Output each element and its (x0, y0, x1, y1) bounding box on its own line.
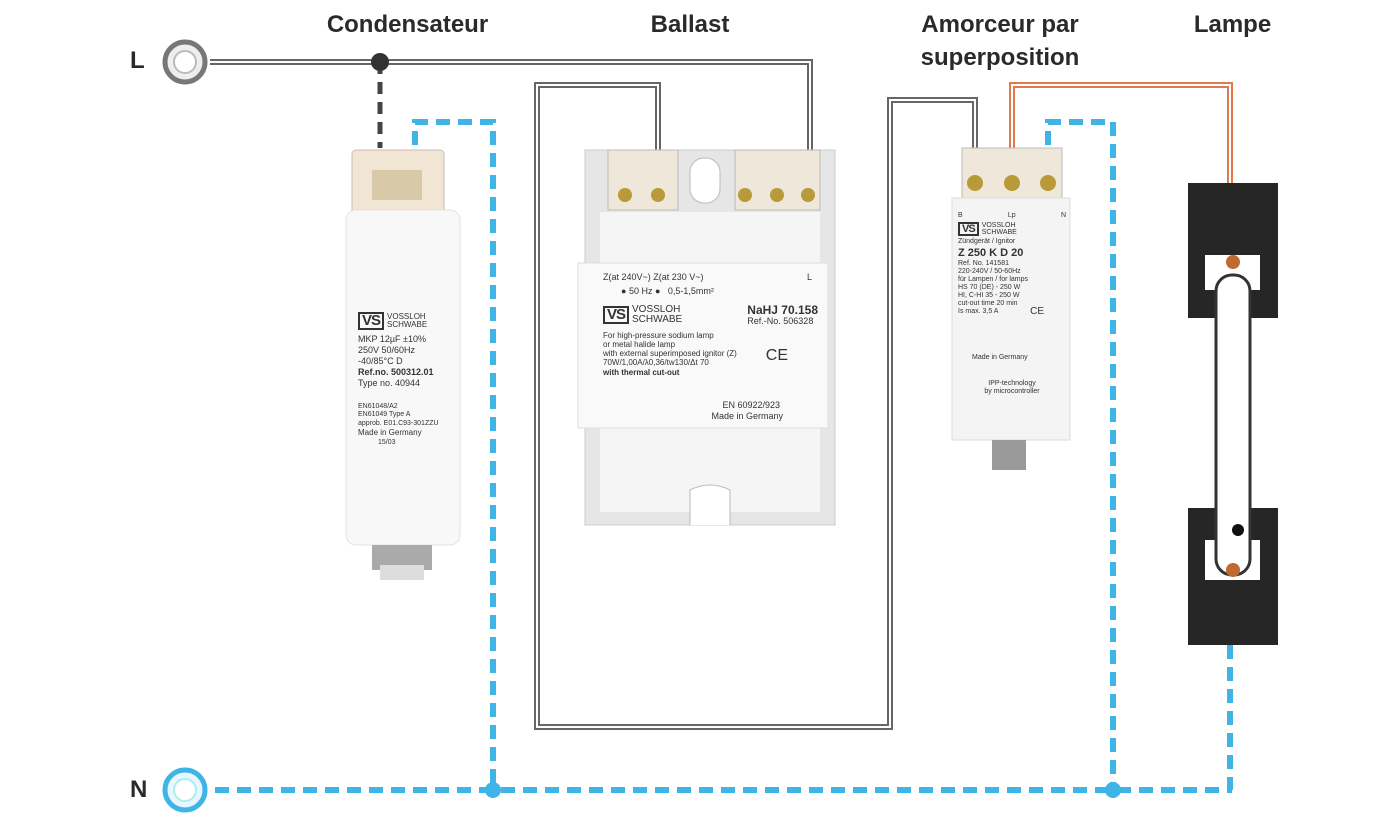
vs-logo: VS (958, 222, 979, 236)
ignitor-title-line2: superposition (920, 44, 1080, 71)
ignitor-made: Made in Germany (972, 354, 1028, 361)
vs-logo: VS (358, 312, 385, 330)
brand-line: SCHWABE (981, 229, 1017, 236)
spec-line: EN61048/A2 (358, 403, 398, 410)
ballast-title: Ballast (650, 11, 730, 38)
spec-line: Ref.no. 500312.01 (358, 367, 434, 377)
brand-line: SCHWABE (387, 320, 428, 329)
ignitor-type: Zündgerät / Ignitor (958, 238, 1016, 245)
ballast-image (577, 149, 836, 526)
ce-mark: CE (765, 347, 788, 364)
pin-label: N (1060, 212, 1066, 219)
ignitor-title-line1: Amorceur par (921, 11, 1079, 38)
ballast-freq: 50 Hz (628, 286, 653, 296)
spec-line: EN61049 Type A (358, 411, 411, 418)
ignitor-model: Z 250 K D 20 (958, 247, 1024, 259)
lamp-title: Lampe (1193, 11, 1272, 38)
spec-line: MKP 12µF ±10% (358, 334, 426, 344)
pin-label: Lp (1007, 212, 1016, 219)
ballast-made: Made in Germany (711, 411, 783, 421)
ignitor-tech: by microcontroller (984, 388, 1040, 395)
ignitor-image (951, 147, 1071, 470)
spec-line: für Lampen / for lamps (958, 276, 1029, 283)
spec-line: approb. E01.C93-301ZZU (358, 420, 439, 427)
neutral-wire (215, 119, 1233, 793)
brand-line: VOSSLOH (632, 304, 681, 315)
neutral-label: N (130, 776, 148, 803)
ballast-ref: Ref.-No. 506328 (747, 316, 814, 326)
brand-line: VOSSLOH (387, 312, 426, 321)
desc-line: with external superimposed ignitor (Z) (603, 349, 737, 358)
spec-line: 15/03 (378, 439, 396, 446)
thermal-line: with thermal cut-out (603, 368, 680, 377)
spec-line: Ref. No. 141581 (958, 260, 1009, 267)
ballast-norm: EN 60922/923 (722, 400, 780, 410)
lamp-image (1188, 183, 1278, 645)
ce-mark: CE (1030, 306, 1044, 317)
spec-line: Is max. 3,5 A (958, 308, 999, 315)
brand-line: SCHWABE (632, 314, 683, 325)
spec-line: HI, C-HI 35 - 250 W (958, 292, 1020, 299)
ballast-top-l: L (806, 272, 812, 282)
ignitor-title: Amorceur par superposition (890, 8, 1110, 74)
desc-line: For high-pressure sodium lamp (603, 331, 714, 340)
spec-line: cut-out time 20 min (958, 300, 1018, 307)
spec-line: -40/85°C D (358, 356, 403, 366)
vs-logo: VS (603, 306, 630, 324)
ballast-top: Z(at 240V~) Z(at 230 V~) (603, 272, 704, 282)
ignitor-tech: IPP-technology (988, 380, 1036, 387)
pin-label: B (958, 212, 963, 219)
spec-line: HS 70 (DE) - 250 W (958, 284, 1021, 291)
spec-line: Made in Germany (358, 428, 422, 437)
spec-line: 220-240V / 50-60Hz (958, 268, 1021, 275)
spec-line: Type no. 40944 (358, 378, 421, 388)
ballast-model: NaHJ 70.158 (747, 303, 818, 317)
neutral-junction (485, 782, 501, 798)
capacitor-image (345, 149, 461, 580)
desc-line: or metal halide lamp (603, 340, 676, 349)
spec-line: 250V 50/60Hz (358, 345, 416, 355)
ballast-section: 0,5-1,5mm² (667, 286, 714, 296)
neutral-junction (1105, 782, 1121, 798)
live-label: L (130, 47, 145, 74)
capacitor-title: Condensateur (326, 11, 489, 38)
brand-line: VOSSLOH (981, 222, 1016, 229)
desc-line: 70W/1,00A/λ0,36/tw130/Δt 70 (603, 358, 709, 367)
ballast-label: Z(at 240V~) Z(at 230 V~)L ● 50 Hz ● 0,5-… (603, 272, 818, 421)
live-junction (371, 53, 389, 71)
